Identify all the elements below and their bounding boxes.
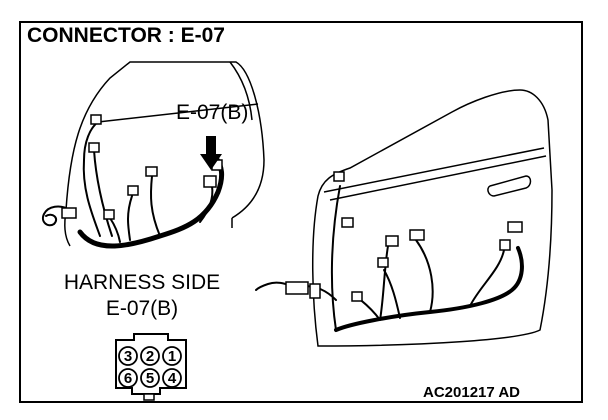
- left-connectors: [61, 114, 223, 220]
- pin-label-1: 1: [168, 348, 176, 365]
- harness-side-line2: E-07(B): [105, 297, 179, 320]
- pin-6: [118, 368, 138, 388]
- harness-side-line1: HARNESS SIDE: [63, 271, 221, 294]
- left-harness: [42, 121, 225, 249]
- pin-label-5: 5: [146, 370, 154, 387]
- right-connectors: [285, 171, 523, 302]
- connector-face-e07b: 3 2 1 6 5 4: [115, 333, 187, 401]
- pin-label-2: 2: [146, 348, 154, 365]
- pin-4: [162, 368, 182, 388]
- pin-label-3: 3: [124, 348, 132, 365]
- pin-5: [140, 368, 160, 388]
- pin-1: [162, 346, 182, 366]
- pin-3: [118, 346, 138, 366]
- pin-label-6: 6: [124, 370, 132, 387]
- reference-code: AC201217 AD: [423, 384, 520, 401]
- callout-arrow: [200, 136, 222, 170]
- harness-side-label: HARNESS SIDE E-07(B): [44, 270, 240, 322]
- right-harness: [255, 185, 524, 332]
- diagram-title: CONNECTOR : E-07: [27, 24, 225, 47]
- right-door-panel: [311, 89, 553, 347]
- left-door-panel: [64, 61, 265, 247]
- pin-label-4: 4: [168, 370, 177, 387]
- pin-2: [140, 346, 160, 366]
